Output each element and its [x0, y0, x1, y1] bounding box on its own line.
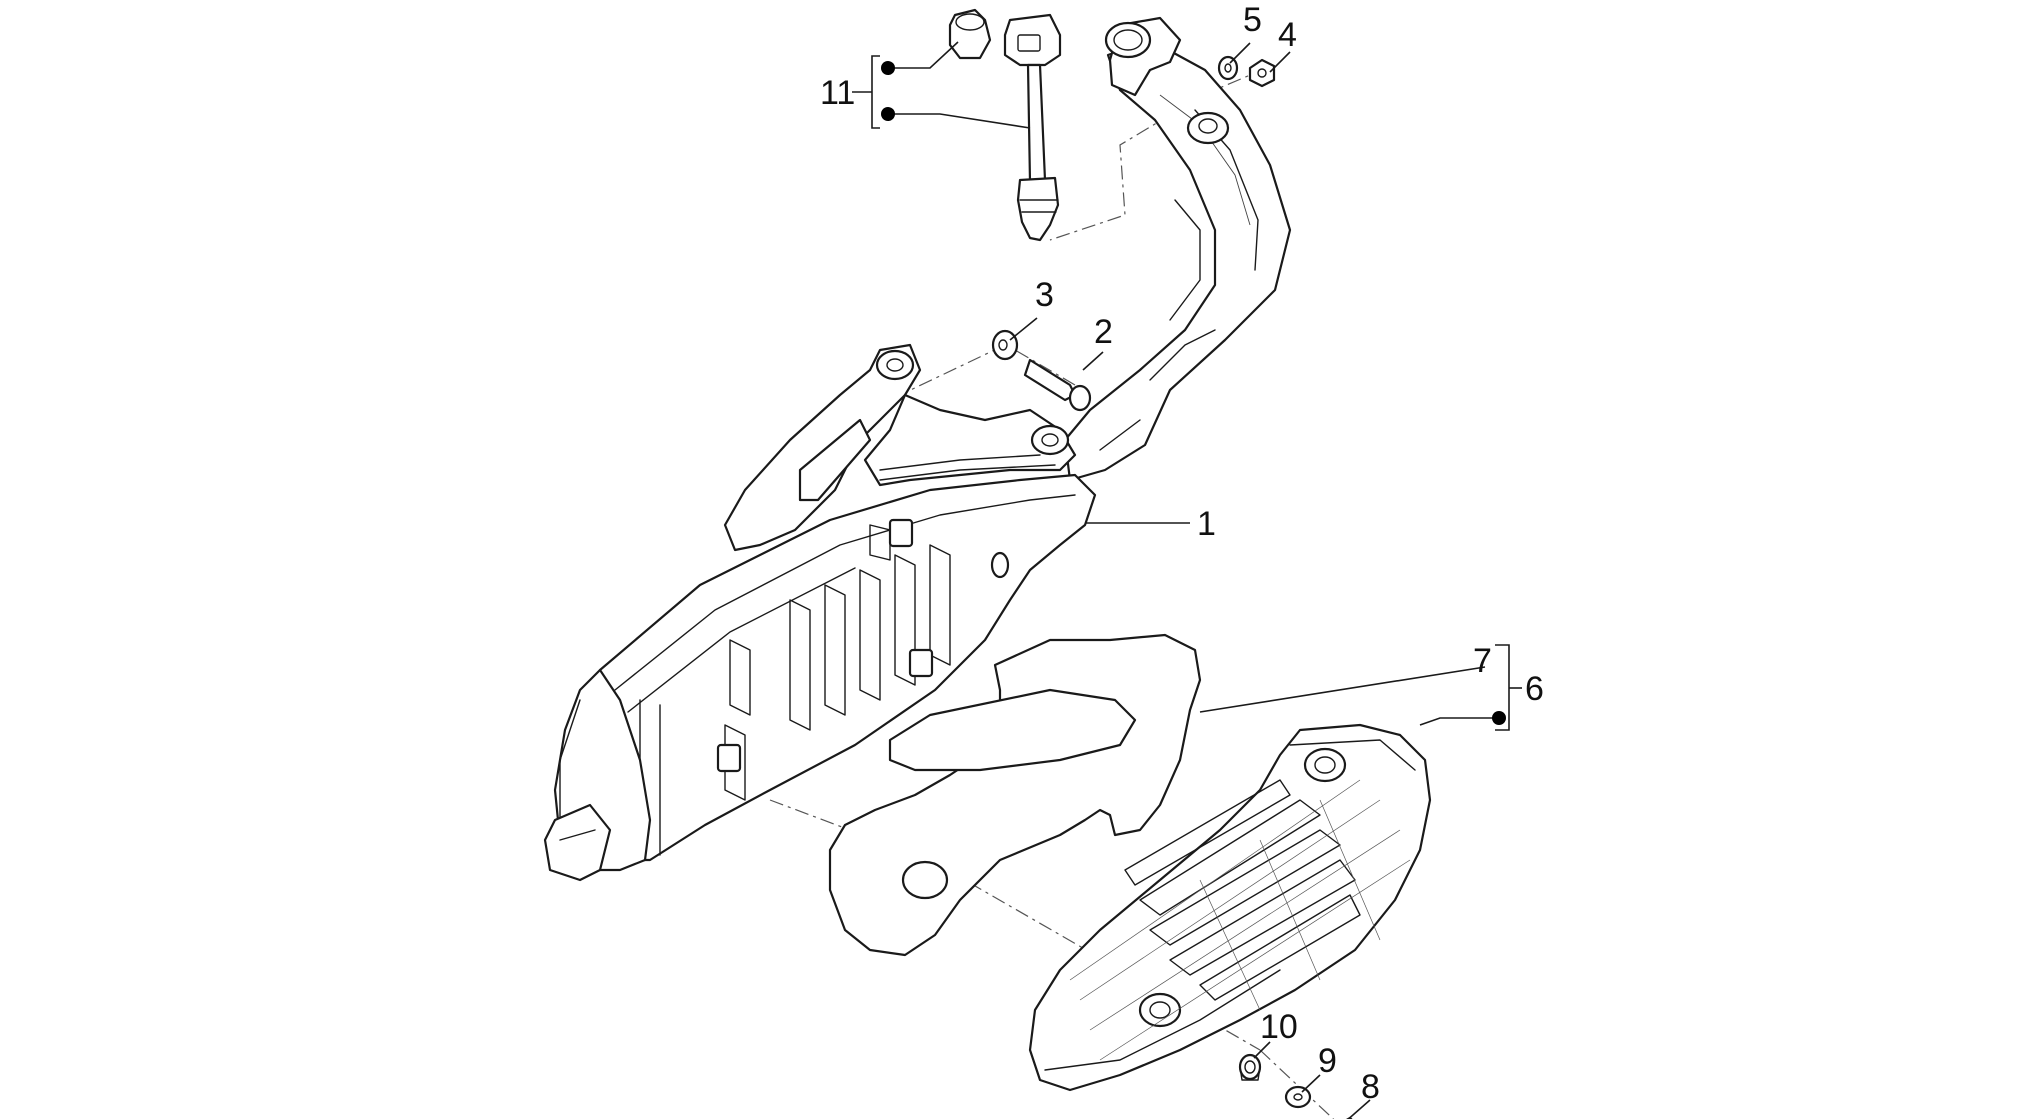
leader-lines: [888, 41, 1495, 1119]
heat-shield-gasket-part-7: [828, 633, 1202, 957]
callout-5: 5: [1243, 1, 1262, 39]
washer-part-9: [1284, 1085, 1312, 1109]
callout-7: 7: [1473, 642, 1492, 680]
muffler-mounting-bracket: [723, 343, 922, 552]
callout-3: 3: [1035, 276, 1054, 314]
leader-4: [1269, 51, 1291, 73]
leader-8: [1347, 1099, 1371, 1119]
callout-9: 9: [1318, 1042, 1337, 1080]
callout-8: 8: [1361, 1068, 1380, 1106]
nut-part-4: [1248, 58, 1276, 88]
exhaust-downpipe: [1063, 38, 1292, 482]
lambda-sensor-part-11: [948, 8, 1062, 242]
callout-6: 6: [1525, 670, 1544, 708]
tailpipe-outlet: [543, 803, 612, 882]
leader-11b: [888, 113, 1031, 129]
callout-4: 4: [1278, 16, 1297, 54]
leader-6: [1419, 717, 1495, 726]
sensor-boss: [1186, 111, 1230, 145]
group-bracket-6: [1492, 644, 1522, 731]
callout-10: 10: [1260, 1008, 1298, 1046]
bolt-part-2: [1023, 358, 1092, 412]
callout-11: 11: [820, 74, 855, 112]
leader-7: [1199, 666, 1486, 713]
leader-3: [1009, 317, 1038, 341]
group-bracket-11: [852, 55, 895, 129]
muffler-ribs: [724, 524, 951, 801]
spacer-part-10: [1238, 1053, 1262, 1081]
callout-2: 2: [1094, 313, 1113, 351]
lambda-sensor-body: [1016, 176, 1060, 242]
leader-11a: [888, 41, 959, 69]
washer-part-3: [991, 329, 1019, 361]
lambda-sensor-connector: [1003, 13, 1062, 67]
callout-labels: 1 2 3 4 5 6 7 8 9 10 11: [820, 1, 1544, 1106]
exhaust-silencer-part-1: [543, 16, 1292, 882]
leader-2: [1082, 351, 1104, 371]
sensor-cap: [948, 8, 992, 60]
callout-1: 1: [1197, 505, 1216, 543]
heat-shield-part-6: [1028, 723, 1432, 1092]
leader-5: [1229, 42, 1251, 64]
lambda-sensor-cable: [1026, 63, 1047, 184]
washer-part-5: [1217, 55, 1239, 81]
bracket-arm: [863, 393, 1077, 487]
leader-9: [1301, 1074, 1321, 1093]
heat-shield-body: [1028, 723, 1432, 1092]
leader-10: [1253, 1041, 1271, 1059]
